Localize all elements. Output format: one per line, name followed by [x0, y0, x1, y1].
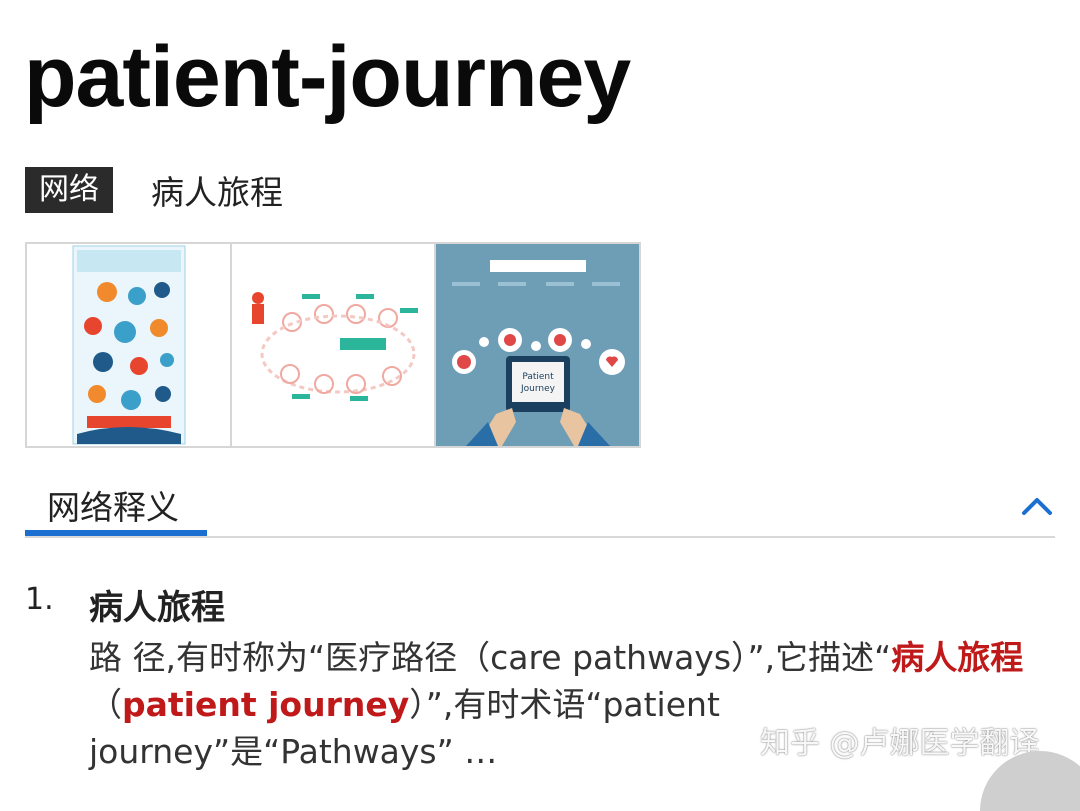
process-diagram-image: [231, 244, 435, 446]
watermark: 知乎 @卢娜医学翻译: [760, 726, 1040, 761]
definition-number: 1.: [25, 582, 54, 617]
image-thumbnail-infographic[interactable]: [27, 244, 230, 446]
example-text-part3: ）”,有时术语“patient journey”是“Pathways” …: [89, 685, 720, 771]
image-strip: Patient Journey: [25, 242, 641, 448]
definition-example: 路 径,有时称为“医疗路径（care pathways）”,它描述“病人旅程 （p…: [89, 634, 1029, 775]
translation-row: 网络 病人旅程: [25, 167, 283, 213]
image-thumbnail-process-diagram[interactable]: [229, 244, 435, 446]
headword-title: patient-journey: [24, 29, 631, 125]
highlight-term-cn: 病人旅程: [891, 638, 1024, 677]
section-tab-title[interactable]: 网络释义: [47, 488, 179, 527]
tablet-caption-line2: Journey: [520, 384, 556, 394]
tablet-caption-line1: Patient: [523, 372, 555, 382]
active-tab-indicator: [25, 530, 207, 536]
translation-meaning: 病人旅程: [151, 173, 283, 212]
definition-term: 病人旅程: [89, 588, 225, 628]
collapse-button[interactable]: [1019, 493, 1055, 519]
section-divider: [25, 536, 1055, 538]
web-definitions-section-header: 网络释义: [25, 475, 1055, 540]
chevron-up-icon: [1022, 498, 1052, 515]
example-text-part2: （: [89, 685, 122, 724]
patient-journey-tablet-image: Patient Journey: [436, 244, 640, 446]
image-thumbnail-tablet[interactable]: Patient Journey: [434, 244, 640, 446]
infographic-poster-image: [27, 244, 230, 446]
source-tag: 网络: [25, 167, 113, 213]
example-text-part1: 路 径,有时称为“医疗路径（care pathways）”,它描述“: [89, 638, 892, 677]
highlight-term-en: patient journey: [122, 685, 410, 724]
